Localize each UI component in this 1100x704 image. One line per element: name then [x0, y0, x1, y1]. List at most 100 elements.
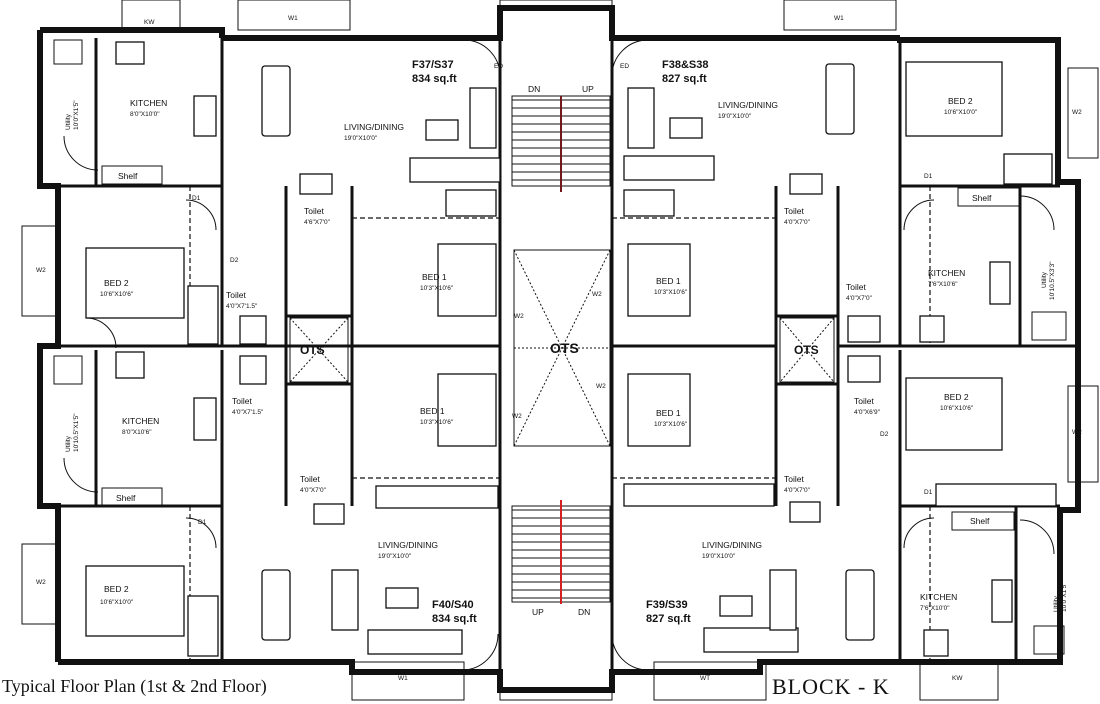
room-toilet-tr-a: Toilet [784, 206, 804, 216]
tag-w2-right-top: W2 [1072, 109, 1082, 116]
furniture [53, 39, 1067, 657]
tag-ed-left: ED [494, 63, 503, 70]
tag-kw-bot: KW [952, 675, 963, 682]
room-bed2-br: BED 2 [944, 392, 969, 402]
stair-up-bottom: UP [532, 607, 544, 617]
room-shelf-br: Shelf [970, 516, 990, 526]
room-toilet-br-b: Toilet [784, 474, 804, 484]
room-ots-right: OTS [794, 343, 819, 357]
room-kitchen-tr: KITCHEN [928, 268, 965, 278]
flat-id-f38: F38&S38 [662, 59, 708, 71]
room-utility-bl-size: 10'10.5"X1'5" [73, 413, 80, 452]
tag-ed-right: ED [620, 63, 629, 70]
flat-id-f37: F37/S37 [412, 59, 454, 71]
room-bed2-tl-size: 10'6"X10'6" [100, 291, 134, 298]
room-toilet-br-b-size: 4'0"X7'0" [784, 487, 811, 494]
room-toilet-tr-b-size: 4'0"X7'0" [846, 295, 873, 302]
tag-w2-right-mid: W2 [1072, 429, 1082, 436]
flat-area-f38: 827 sq.ft [662, 73, 707, 85]
room-utility-bl: Utility [65, 435, 72, 452]
tag-wt-bot: WT [700, 675, 710, 682]
room-living-br: LIVING/DINING [702, 540, 762, 550]
room-toilet-br-a: Toilet [854, 396, 874, 406]
room-bed1-bl-size: 10'3"X10'6" [420, 419, 454, 426]
room-utility-br-size: 10'0"X1'5" [1061, 582, 1068, 612]
room-utility-br: Utility [1053, 595, 1060, 612]
room-living-br-size: 19'0"X10'0" [702, 553, 736, 560]
room-ots-center: OTS [550, 340, 579, 356]
room-bed2-bl-size: 10'6"X10'0" [100, 599, 134, 606]
room-bed1-tr-size: 10'3"X10'6" [654, 289, 688, 296]
block-label: BLOCK - K [772, 674, 890, 699]
tag-d1-d: D1 [924, 489, 933, 496]
room-toilet-bl-a: Toilet [232, 396, 252, 406]
room-utility-tl-size: 10'0"X1'5" [73, 100, 80, 130]
tag-w2-center-d: W2 [512, 413, 522, 420]
room-toilet-tl-b-size: 4'0"X7'1.5" [226, 303, 258, 310]
floor-plan-caption: Typical Floor Plan (1st & 2nd Floor) [2, 676, 267, 696]
room-toilet-tl-a-size: 4'6"X7'0" [304, 219, 331, 226]
room-bed2-tr: BED 2 [948, 96, 973, 106]
staircase-bottom [511, 500, 611, 604]
room-toilet-bl-b-size: 4'0"X7'0" [300, 487, 327, 494]
room-living-bl: LIVING/DINING [378, 540, 438, 550]
interior-walls [40, 38, 1078, 672]
room-kitchen-br: KITCHEN [920, 592, 957, 602]
tag-kw-top: KW [144, 19, 155, 26]
room-bed1-tr: BED 1 [656, 276, 681, 286]
ots-shafts [289, 249, 835, 447]
tag-w2-center-c: W2 [596, 383, 606, 390]
room-living-tl: LIVING/DINING [344, 122, 404, 132]
tag-w2-left-mid: W2 [36, 267, 46, 274]
stair-dn-bottom: DN [578, 607, 590, 617]
flat-id-f39: F39/S39 [646, 599, 688, 611]
window-frames [21, 0, 1099, 701]
room-toilet-bl-a-size: 4'0"X7'1.5" [232, 409, 264, 416]
flat-area-f37: 834 sq.ft [412, 73, 457, 85]
room-bed2-tr-size: 10'6"X10'0" [944, 109, 978, 116]
room-living-tr: LIVING/DINING [718, 100, 778, 110]
room-living-tl-size: 19'0"X10'0" [344, 135, 378, 142]
room-toilet-bl-b: Toilet [300, 474, 320, 484]
room-toilet-tl-b: Toilet [226, 290, 246, 300]
tag-d1-a: D1 [192, 195, 201, 202]
room-kitchen-tl-size: 8'0"X10'0" [130, 111, 160, 118]
room-shelf-bl: Shelf [116, 493, 136, 503]
room-shelf-tl: Shelf [118, 171, 138, 181]
staircase-top [511, 95, 611, 192]
flat-area-f40: 834 sq.ft [432, 613, 477, 625]
room-kitchen-tl: KITCHEN [130, 98, 167, 108]
tag-w1-top-right: W1 [834, 15, 844, 22]
tag-w2-center-b: W2 [514, 313, 524, 320]
tag-d2-b: D2 [880, 431, 889, 438]
tag-d2-a: D2 [230, 257, 239, 264]
room-kitchen-br-size: 7'6"X10'0" [920, 605, 950, 612]
room-living-bl-size: 19'0"X10'0" [378, 553, 412, 560]
room-utility-tr: Utility [1041, 271, 1048, 288]
room-bed2-bl: BED 2 [104, 584, 129, 594]
door-swings [63, 39, 1055, 671]
room-bed1-br: BED 1 [656, 408, 681, 418]
room-bed1-bl: BED 1 [420, 406, 445, 416]
room-bed1-tl: BED 1 [422, 272, 447, 282]
tag-w1-bot: W1 [398, 675, 408, 682]
tag-d1-b: D1 [924, 173, 933, 180]
room-toilet-tr-b: Toilet [846, 282, 866, 292]
flat-area-f39: 827 sq.ft [646, 613, 691, 625]
room-ots-left: OTS [300, 343, 325, 357]
room-kitchen-tr-size: 7'6"X10'6" [928, 281, 958, 288]
room-utility-tr-size: 10'10.5"X3'3" [1049, 261, 1056, 300]
room-kitchen-bl-size: 8'0"X10'6" [122, 429, 152, 436]
stair-up-top: UP [582, 84, 594, 94]
room-bed2-tl: BED 2 [104, 278, 129, 288]
room-kitchen-bl: KITCHEN [122, 416, 159, 426]
room-bed1-br-size: 10'3"X10'6" [654, 421, 688, 428]
room-toilet-br-a-size: 4'0"X6'9" [854, 409, 881, 416]
room-living-tr-size: 19'0"X10'0" [718, 113, 752, 120]
room-bed1-tl-size: 10'3"X10'6" [420, 285, 454, 292]
tag-w2-center-a: W2 [592, 291, 602, 298]
room-toilet-tl-a: Toilet [304, 206, 324, 216]
room-bed2-br-size: 10'6"X10'6" [940, 405, 974, 412]
flat-id-f40: F40/S40 [432, 599, 474, 611]
